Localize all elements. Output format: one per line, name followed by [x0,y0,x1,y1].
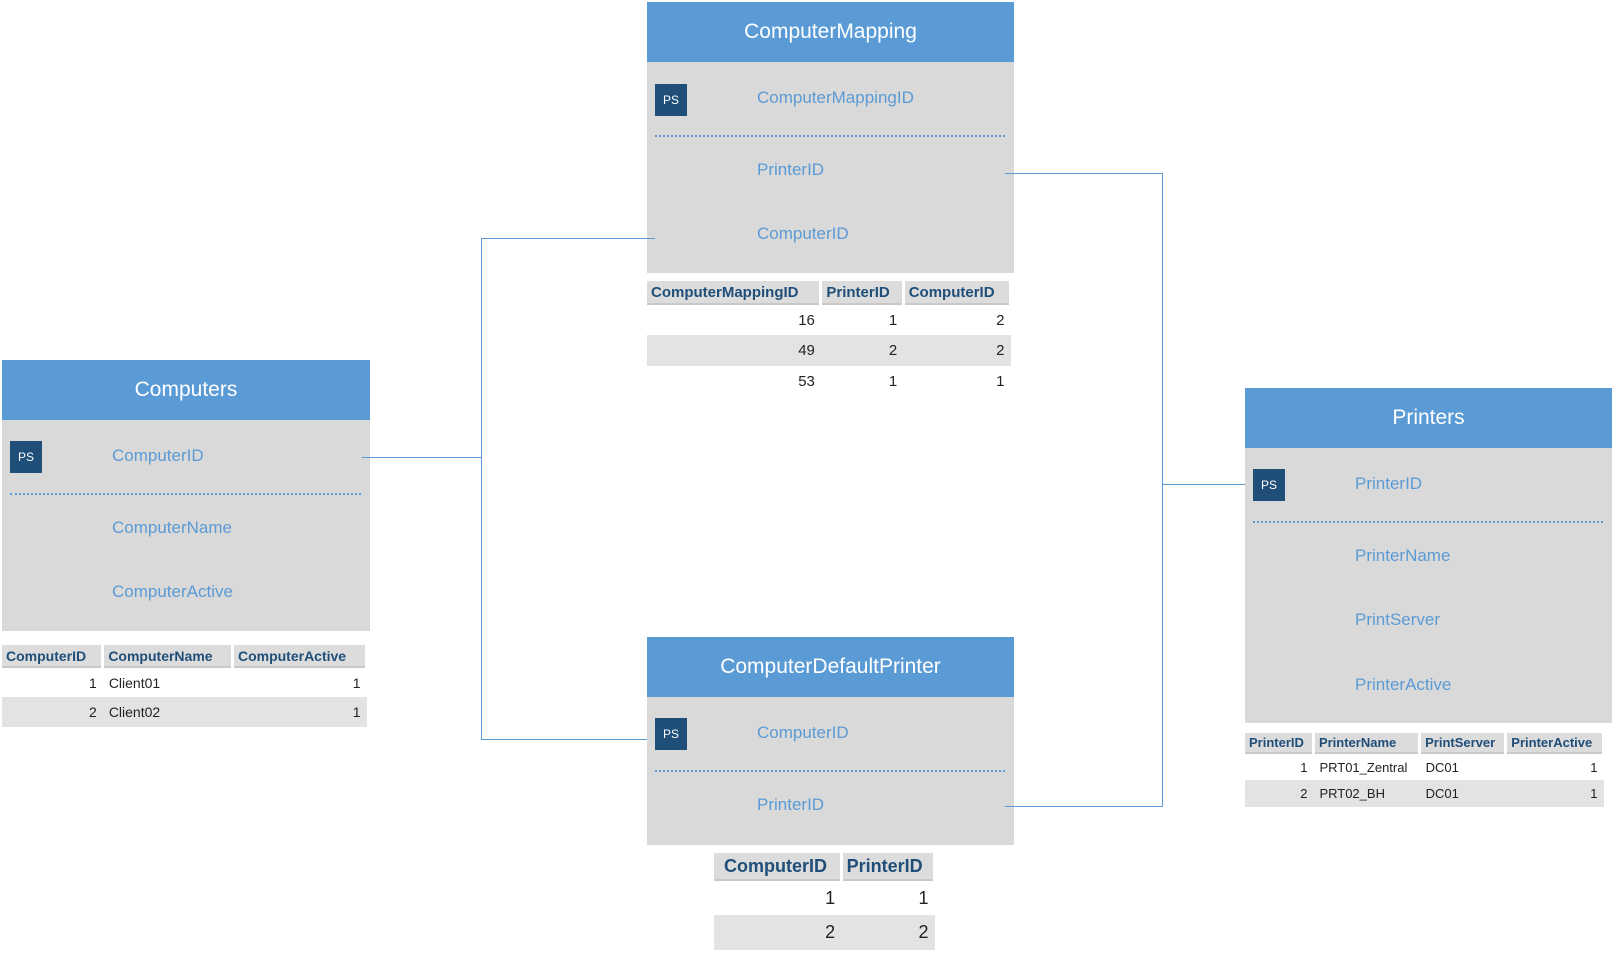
connector-line [1005,173,1163,174]
column-header: ComputerMappingID [647,281,823,305]
connector-line [1005,806,1163,807]
sample-table-computers: ComputerID ComputerName ComputerActive 1… [2,645,369,727]
entity-printers[interactable]: Printers PS PrinterID PrinterName PrintS… [1245,388,1612,723]
field-printername[interactable]: PrinterName [1355,546,1451,565]
table-cell: 1 [888,311,898,329]
field-divider [1253,521,1603,523]
table-cell: 49 [647,335,821,366]
column-header: PrinterName [1313,733,1422,754]
table-cell: Client02 [102,697,233,727]
table-row: 2 2 [714,915,935,950]
field-printerid[interactable]: PrinterID [757,795,825,814]
table-row: 53 1 1 [647,366,1011,397]
field-divider [10,493,361,495]
field-divider [655,770,1005,772]
table-cell: 1 [89,674,97,691]
primary-key-badge: PS [10,441,42,473]
table-row: 1 1 [714,880,935,915]
entity-title: ComputerMapping [647,2,1014,62]
table-cell: 1 [996,373,1005,390]
table-cell: 53 [798,373,815,390]
field-printerid[interactable]: PrinterID [1355,474,1423,493]
column-header: PrinterID [841,853,937,881]
field-divider [655,135,1005,137]
table-cell: 1 [232,697,367,727]
table-cell: 2 [841,915,935,950]
entity-title: Printers [1245,388,1612,448]
connector-line [481,739,647,740]
connector-line [1162,484,1245,485]
table-cell: 1 [918,887,929,908]
primary-key-badge: PS [655,84,687,116]
column-header: ComputerID [714,853,843,881]
sample-table-computermapping: ComputerMappingID PrinterID ComputerID 1… [647,281,1013,397]
table-cell: DC01 [1419,780,1506,807]
column-header: ComputerName [102,645,234,668]
table-cell: 2 [996,311,1005,329]
table-cell: DC01 [1425,759,1459,775]
table-cell: 1 [825,887,836,908]
table-row: 1 Client01 1 [2,667,367,697]
table-cell: 1 [352,674,361,691]
primary-key-badge: PS [655,718,687,750]
table-cell: Client01 [108,674,161,691]
entity-computerdefaultprinter[interactable]: ComputerDefaultPrinter PS ComputerID Pri… [647,637,1014,845]
table-cell: 1 [1505,780,1604,807]
table-cell: 2 [2,697,103,727]
table-cell: PRT01_Zentral [1319,759,1408,775]
field-computerid[interactable]: ComputerID [112,446,204,465]
column-header: ComputerActive [232,645,369,668]
table-cell: 2 [1245,780,1314,807]
table-cell: PRT02_BH [1313,780,1420,807]
field-printserver[interactable]: PrintServer [1355,610,1441,629]
column-header: ComputerID [903,281,1013,305]
sample-table-computerdefaultprinter: ComputerID PrinterID 1 1 2 2 [714,853,937,950]
table-cell: 1 [888,373,898,390]
field-computername[interactable]: ComputerName [112,518,232,537]
column-header: PrinterID [1245,733,1315,754]
table-cell: 1 [1590,759,1598,775]
column-header: PrinterActive [1505,733,1605,754]
column-header: PrinterID [820,281,905,305]
table-cell: 2 [714,915,842,950]
table-row: 49 2 2 [647,335,1011,366]
table-row: 2 Client02 1 [2,697,367,727]
connector-line [362,457,482,458]
table-cell: 2 [903,335,1011,366]
field-computermappingid[interactable]: ComputerMappingID [757,88,914,107]
primary-key-badge: PS [1253,469,1285,501]
table-cell: 16 [798,311,815,329]
entity-title: ComputerDefaultPrinter [647,637,1014,697]
field-computerid[interactable]: ComputerID [757,224,849,243]
table-cell: 1 [1300,759,1308,775]
field-printerid[interactable]: PrinterID [757,160,825,179]
entity-computermapping[interactable]: ComputerMapping PS ComputerMappingID Pri… [647,2,1014,273]
connector-line [1162,173,1163,807]
entity-title: Computers [2,360,370,420]
column-header: PrintServer [1419,733,1508,754]
field-computeractive[interactable]: ComputerActive [112,582,233,601]
column-header: ComputerID [2,645,105,668]
connector-line [481,238,655,239]
table-row: 1 PRT01_Zentral DC01 1 [1245,753,1604,780]
table-row: 2 PRT02_BH DC01 1 [1245,780,1604,807]
table-row: 16 1 2 [647,304,1011,335]
entity-computers[interactable]: Computers PS ComputerID ComputerName Com… [2,360,370,631]
field-computerid[interactable]: ComputerID [757,723,849,742]
table-cell: 2 [820,335,904,366]
sample-table-printers: PrinterID PrinterName PrintServer Printe… [1245,733,1605,807]
connector-line [481,238,482,740]
field-printeractive[interactable]: PrinterActive [1355,675,1452,694]
